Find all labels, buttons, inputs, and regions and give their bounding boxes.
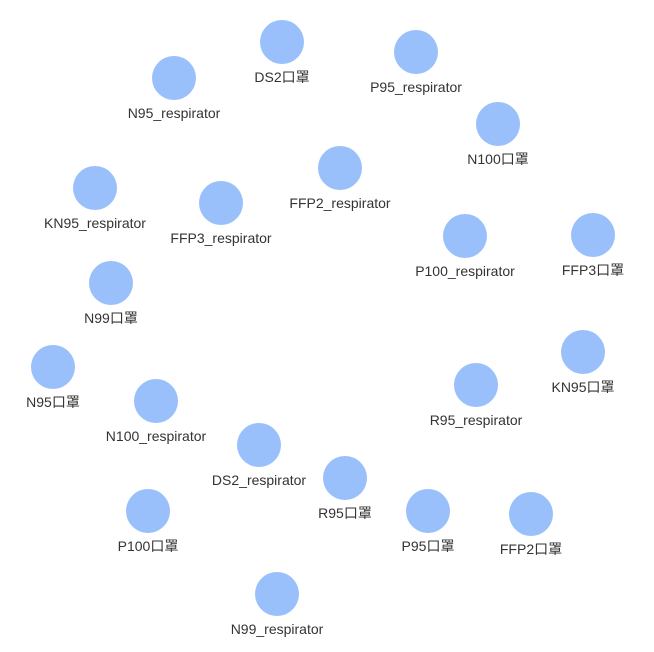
node-circle[interactable] <box>406 489 450 533</box>
node-circle[interactable] <box>571 213 615 257</box>
node-label: P100_respirator <box>415 263 515 279</box>
node-circle[interactable] <box>394 30 438 74</box>
node-label: KN95_respirator <box>44 215 146 231</box>
node-circle[interactable] <box>509 492 553 536</box>
graph-node-n95-mask[interactable]: N95口罩 <box>26 345 80 410</box>
node-circle[interactable] <box>89 261 133 305</box>
node-label: KN95口罩 <box>551 379 614 395</box>
graph-node-ffp2-respirator[interactable]: FFP2_respirator <box>289 146 391 211</box>
graph-node-p100-mask[interactable]: P100口罩 <box>118 489 179 554</box>
node-label: N100_respirator <box>106 428 207 444</box>
graph-node-p95-respirator[interactable]: P95_respirator <box>370 30 462 95</box>
node-label: FFP2口罩 <box>500 541 562 557</box>
graph-node-n100-mask[interactable]: N100口罩 <box>467 102 529 167</box>
graph-node-ffp3-respirator[interactable]: FFP3_respirator <box>170 181 272 246</box>
graph-node-r95-mask[interactable]: R95口罩 <box>318 456 372 521</box>
node-circle[interactable] <box>152 56 196 100</box>
node-label: FFP3口罩 <box>562 262 624 278</box>
node-label: R95口罩 <box>318 505 372 521</box>
graph-node-n99-mask[interactable]: N99口罩 <box>84 261 138 326</box>
node-label: FFP2_respirator <box>289 195 390 211</box>
node-label: N100口罩 <box>467 151 528 167</box>
node-circle[interactable] <box>73 166 117 210</box>
node-label: R95_respirator <box>430 412 523 428</box>
node-circle[interactable] <box>260 20 304 64</box>
graph-node-ffp3-mask[interactable]: FFP3口罩 <box>562 213 624 278</box>
node-label: P100口罩 <box>118 538 179 554</box>
graph-node-p95-mask[interactable]: P95口罩 <box>402 489 455 554</box>
node-circle[interactable] <box>134 379 178 423</box>
node-label: P95口罩 <box>402 538 455 554</box>
node-circle[interactable] <box>318 146 362 190</box>
graph-node-ds2-respirator[interactable]: DS2_respirator <box>212 423 306 488</box>
node-label: N95口罩 <box>26 394 80 410</box>
node-circle[interactable] <box>454 363 498 407</box>
graph-node-ds2-mask[interactable]: DS2口罩 <box>254 20 310 85</box>
node-label: DS2口罩 <box>254 69 309 85</box>
graph-node-n99-respirator[interactable]: N99_respirator <box>231 572 324 637</box>
node-circle[interactable] <box>443 214 487 258</box>
node-circle[interactable] <box>323 456 367 500</box>
graph-node-kn95-respirator[interactable]: KN95_respirator <box>44 166 146 231</box>
graph-node-n100-respirator[interactable]: N100_respirator <box>106 379 207 444</box>
graph-node-kn95-mask[interactable]: KN95口罩 <box>551 330 615 395</box>
node-label: N99_respirator <box>231 621 324 637</box>
graph-node-p100-respirator[interactable]: P100_respirator <box>415 214 515 279</box>
node-circle[interactable] <box>237 423 281 467</box>
node-circle[interactable] <box>476 102 520 146</box>
node-circle[interactable] <box>255 572 299 616</box>
graph-node-n95-respirator[interactable]: N95_respirator <box>128 56 221 121</box>
node-label: DS2_respirator <box>212 472 306 488</box>
graph-node-ffp2-mask[interactable]: FFP2口罩 <box>500 492 562 557</box>
node-circle[interactable] <box>126 489 170 533</box>
graph-node-r95-respirator[interactable]: R95_respirator <box>430 363 523 428</box>
node-label: FFP3_respirator <box>170 230 271 246</box>
node-circle[interactable] <box>561 330 605 374</box>
node-label: P95_respirator <box>370 79 462 95</box>
node-circle[interactable] <box>31 345 75 389</box>
node-label: N95_respirator <box>128 105 221 121</box>
node-label: N99口罩 <box>84 310 138 326</box>
node-circle[interactable] <box>199 181 243 225</box>
